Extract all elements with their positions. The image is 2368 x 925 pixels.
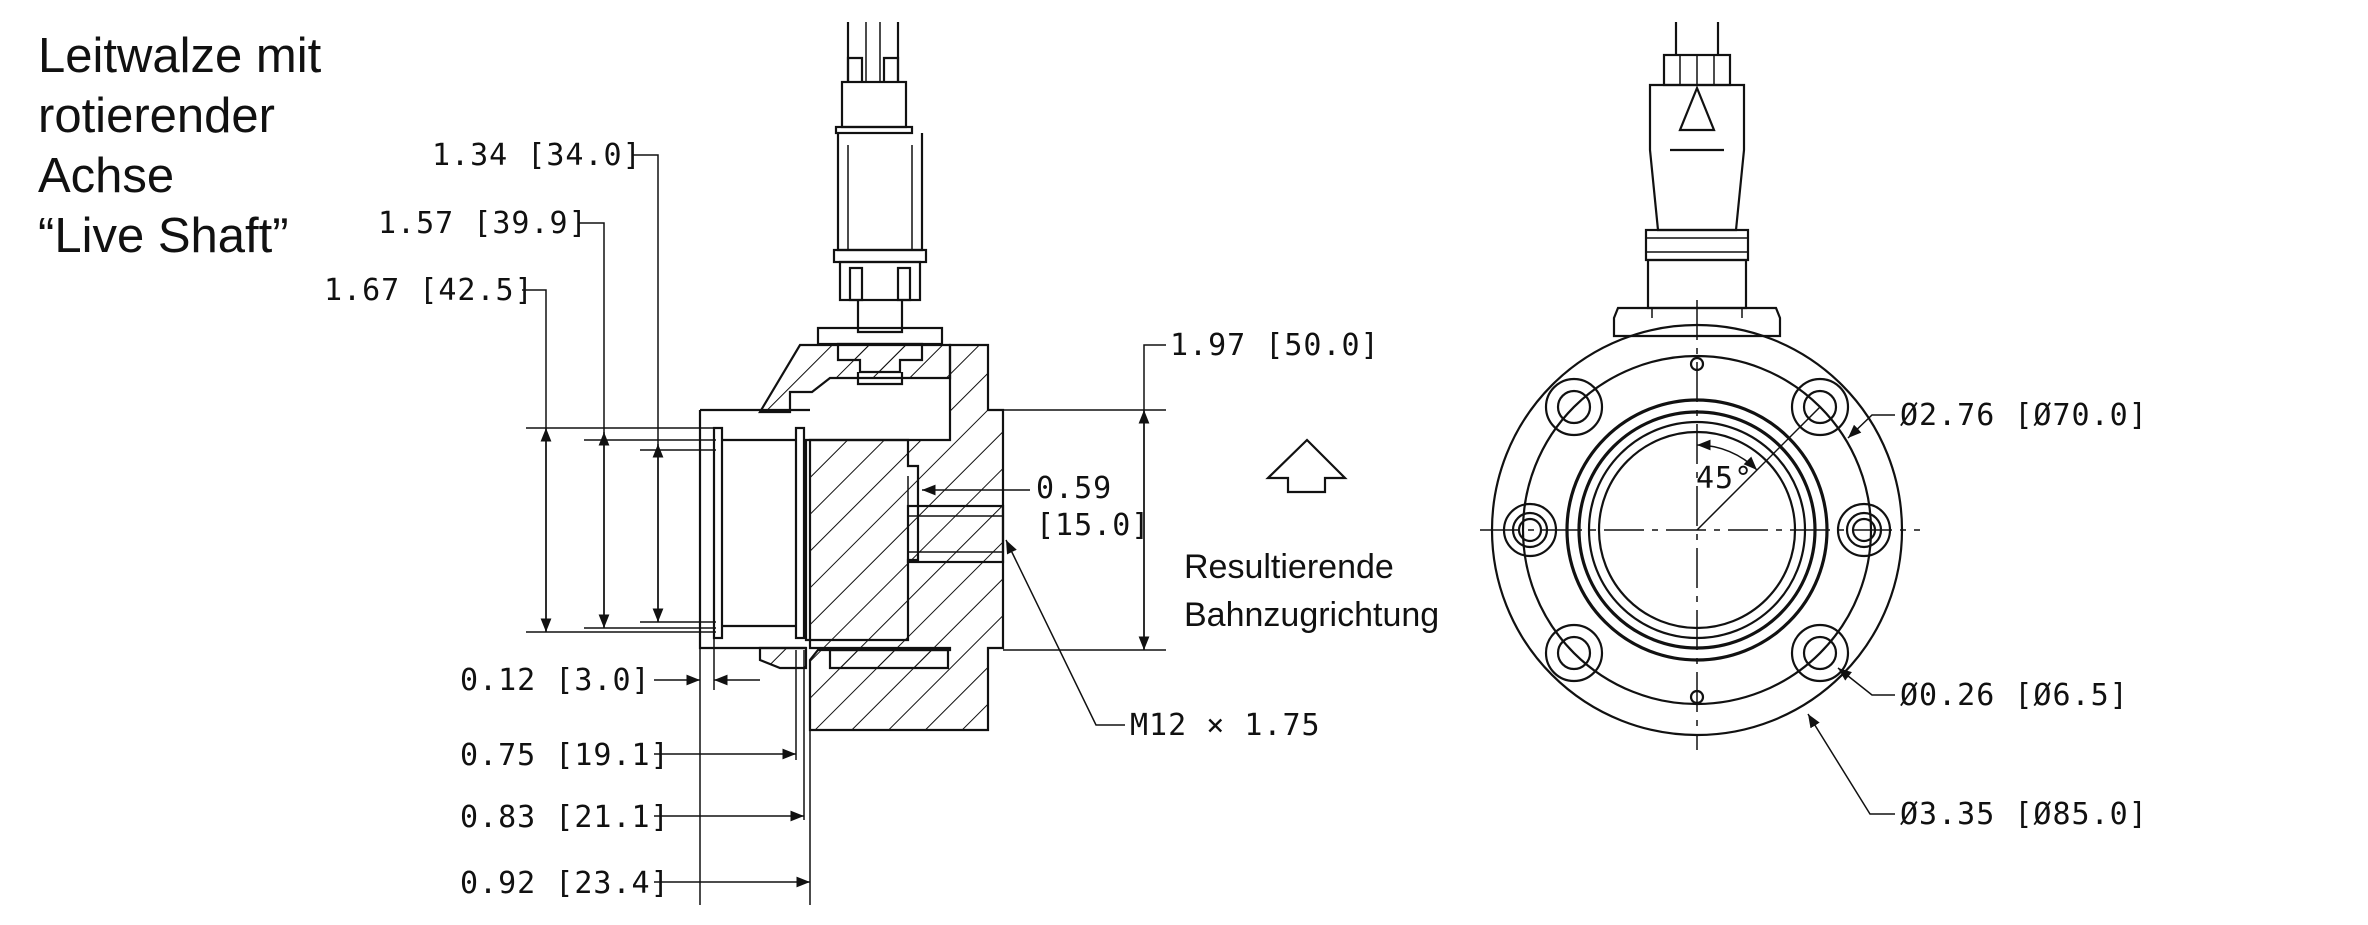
dim-0-92: 0.92 [23.4] (460, 866, 670, 901)
dim-0-83: 0.83 [21.1] (460, 800, 670, 835)
up-arrow-icon (1265, 438, 1348, 494)
dim-0-59-a: 0.59 (1036, 471, 1112, 506)
angle-label: 45° (1696, 461, 1753, 496)
dim-1-97: 1.97 [50.0] (1170, 328, 1380, 363)
dim-dia-0-26: Ø0.26 [Ø6.5] (1900, 678, 2129, 713)
direction-label-1: Resultierende (1184, 548, 1394, 586)
hub (1597, 430, 1797, 630)
dim-dia-3-35: Ø3.35 [Ø85.0] (1900, 797, 2148, 832)
inner-ring (1577, 410, 1817, 650)
inner-ring-inner (1587, 420, 1807, 640)
side-dimensions: 1.34 [34.0] 1.57 [39.9] 1.67 [42.5] 1.97… (324, 138, 1380, 905)
front-connector (1612, 22, 1782, 338)
threaded-hole (906, 476, 1005, 564)
pin-hole-bottom (1689, 689, 1705, 705)
dim-1-67: 1.67 [42.5] (324, 273, 534, 308)
thread-callout: M12 × 1.75 (1130, 708, 1321, 743)
dim-dia-2-76: Ø2.76 [Ø70.0] (1900, 398, 2148, 433)
inner-ring-outer (1565, 398, 1829, 662)
housing-body (808, 343, 1005, 732)
direction-indicator: Resultierende Bahnzugrichtung (1184, 438, 1439, 634)
title-block: Leitwalze mit rotierender Achse “Live Sh… (38, 29, 322, 263)
mounting-holes (1544, 377, 1850, 683)
side-section-view (698, 22, 1005, 732)
side-holes (1502, 502, 1892, 558)
dim-0-12: 0.12 [3.0] (460, 663, 651, 698)
dim-1-34: 1.34 [34.0] (432, 138, 642, 173)
dim-0-75: 0.75 [19.1] (460, 738, 670, 773)
title-line-3: Achse (38, 149, 174, 203)
pin-hole-top (1689, 356, 1705, 372)
bottom-dims: 0.12 [3.0] 0.75 [19.1] 0.83 [21.1] 0.92 … (460, 638, 811, 905)
title-line-4: “Live Shaft” (38, 209, 289, 263)
title-line-1: Leitwalze mit (38, 29, 322, 83)
connector (816, 56, 944, 386)
direction-label-2: Bahnzugrichtung (1184, 596, 1439, 634)
bottom-lip (828, 648, 950, 670)
housing-section (758, 343, 952, 414)
title-line-2: rotierender (38, 89, 275, 143)
dim-1-57: 1.57 [39.9] (378, 206, 588, 241)
outer-flange (1490, 323, 1904, 737)
left-flange (698, 408, 810, 670)
cable (846, 22, 900, 82)
dim-0-59-b: [15.0] (1036, 508, 1150, 543)
front-view: 45° Ø2.76 [Ø70.0] Ø0.26 [Ø6.5] Ø3.35 [Ø8… (1480, 22, 2148, 832)
